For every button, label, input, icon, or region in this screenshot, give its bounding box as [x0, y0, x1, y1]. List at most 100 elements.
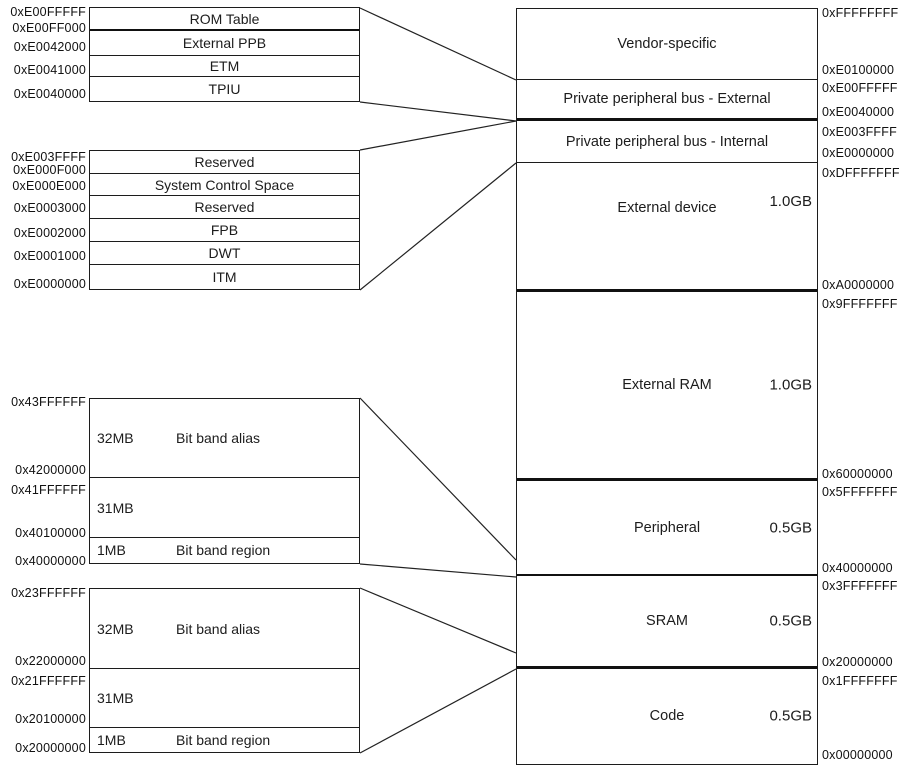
detail-row-label: ROM Table: [189, 10, 260, 27]
region-label: Private peripheral bus - Internal: [565, 133, 769, 150]
detail-block-sram-bitband: 32MB Bit band alias 31MB 1MB Bit band re…: [89, 588, 360, 753]
detail-row: 32MB Bit band alias: [90, 589, 359, 669]
memory-region-ppb-external: Private peripheral bus - External: [517, 80, 817, 121]
address-label: 0x23FFFFFF: [11, 586, 86, 600]
detail-row: ETM: [90, 56, 359, 77]
detail-row-size: 32MB: [97, 430, 134, 446]
address-label: 0x40100000: [15, 526, 86, 540]
address-label: 0xE000E000: [12, 179, 86, 193]
detail-row: ITM: [90, 265, 359, 288]
address-label: 0x22000000: [15, 654, 86, 668]
memory-region-sram: SRAM 0.5GB: [517, 576, 817, 669]
address-label: 0xE003FFFF: [11, 150, 86, 164]
region-size: 1.0GB: [769, 193, 812, 210]
detail-row-label: Reserved: [194, 199, 255, 215]
address-label: 0xE00FFFFF: [10, 5, 86, 19]
detail-row-label: Bit band alias: [176, 620, 261, 637]
address-label: 0x41FFFFFF: [11, 483, 86, 497]
address-label: 0xE0100000: [822, 63, 895, 77]
address-label: 0xE0001000: [13, 249, 86, 263]
detail-row: External PPB: [90, 31, 359, 56]
detail-row-size: 1MB: [97, 542, 126, 558]
detail-row-label: ETM: [209, 58, 240, 74]
detail-row: TPIU: [90, 77, 359, 100]
address-label: 0x43FFFFFF: [11, 395, 86, 409]
address-label: 0x60000000: [822, 467, 893, 481]
detail-row: System Control Space: [90, 174, 359, 196]
address-label: 0xE0000000: [13, 277, 86, 291]
detail-row-size: 31MB: [97, 499, 134, 516]
detail-row: DWT: [90, 242, 359, 265]
detail-row-label: Bit band region: [176, 731, 271, 748]
connector-line: [359, 162, 517, 291]
connector-line: [359, 101, 517, 122]
address-label: 0xE0003000: [13, 201, 86, 215]
region-label: Private peripheral bus - External: [563, 91, 771, 107]
memory-region-peripheral: Peripheral 0.5GB: [517, 481, 817, 576]
address-label: 0xE00FF000: [12, 21, 86, 35]
detail-row: FPB: [90, 219, 359, 242]
detail-row: Reserved: [90, 151, 359, 174]
address-label: 0x3FFFFFFF: [822, 579, 898, 593]
connector-line: [359, 587, 517, 654]
address-label: 0xE00FFFFF: [822, 81, 898, 95]
address-label: 0x40000000: [15, 554, 86, 568]
detail-row-label: DWT: [208, 245, 241, 261]
address-label: 0xE003FFFF: [822, 125, 897, 139]
detail-row-label: Bit band alias: [176, 430, 261, 446]
address-label: 0xFFFFFFFF: [822, 6, 899, 20]
address-label: 0xE0040000: [822, 105, 895, 119]
address-label: 0x20000000: [822, 655, 893, 669]
connector-line: [359, 397, 517, 561]
region-label: SRAM: [646, 613, 688, 629]
region-label: Vendor-specific: [617, 36, 717, 52]
address-label: 0x1FFFFFFF: [822, 674, 898, 688]
region-label: Peripheral: [633, 519, 701, 536]
detail-row: 31MB: [90, 669, 359, 728]
detail-row-size: 32MB: [97, 620, 134, 637]
address-label: 0x21FFFFFF: [11, 674, 86, 688]
detail-row: Reserved: [90, 196, 359, 219]
region-size: 0.5GB: [769, 612, 812, 630]
address-label: 0xE0042000: [13, 40, 86, 54]
address-label: 0x5FFFFFFF: [822, 485, 898, 499]
memory-region-external-ram: External RAM 1.0GB: [517, 292, 817, 481]
memory-region-vendor-specific: Vendor-specific: [517, 9, 817, 80]
memory-region-ppb-internal: Private peripheral bus - Internal: [517, 121, 817, 163]
detail-block-peripheral-bitband: 32MB Bit band alias 31MB 1MB Bit band re…: [89, 398, 360, 564]
address-label: 0xDFFFFFFF: [822, 166, 900, 180]
address-label: 0xE000F000: [13, 163, 86, 177]
address-label: 0x9FFFFFFF: [822, 297, 898, 311]
detail-row-label: Bit band region: [176, 542, 271, 558]
detail-row-size: 31MB: [97, 690, 134, 706]
detail-row-label: System Control Space: [154, 176, 295, 193]
address-label: 0x42000000: [15, 463, 86, 477]
detail-block-ppb-internal: Reserved System Control Space Reserved F…: [89, 150, 360, 290]
memory-region-external-device: External device 1.0GB: [517, 163, 817, 292]
detail-row: 32MB Bit band alias: [90, 399, 359, 478]
detail-row: 1MB Bit band region: [90, 538, 359, 562]
address-label: 0xE0040000: [13, 87, 86, 101]
connector-line: [359, 7, 517, 81]
detail-row-label: FPB: [210, 222, 239, 238]
region-label: External device: [617, 200, 717, 216]
detail-block-ppb-external: ROM Table External PPB ETM TPIU: [89, 7, 360, 102]
connector-line: [359, 668, 517, 754]
address-label: 0x40000000: [822, 561, 893, 575]
detail-row-label: External PPB: [182, 35, 267, 51]
address-label: 0xA0000000: [822, 278, 895, 292]
detail-row-label: Reserved: [194, 154, 255, 170]
detail-row: 31MB: [90, 478, 359, 538]
address-label: 0xE0041000: [13, 63, 86, 77]
address-label: 0x00000000: [822, 748, 893, 762]
memory-region-code: Code 0.5GB: [517, 669, 817, 763]
region-label: External RAM: [622, 377, 712, 393]
address-label: 0x20100000: [15, 712, 86, 726]
region-size: 0.5GB: [769, 707, 812, 725]
detail-row-label: ITM: [212, 268, 237, 285]
detail-row: 1MB Bit band region: [90, 728, 359, 751]
region-size: 1.0GB: [769, 376, 812, 394]
detail-row-label: TPIU: [208, 80, 241, 97]
